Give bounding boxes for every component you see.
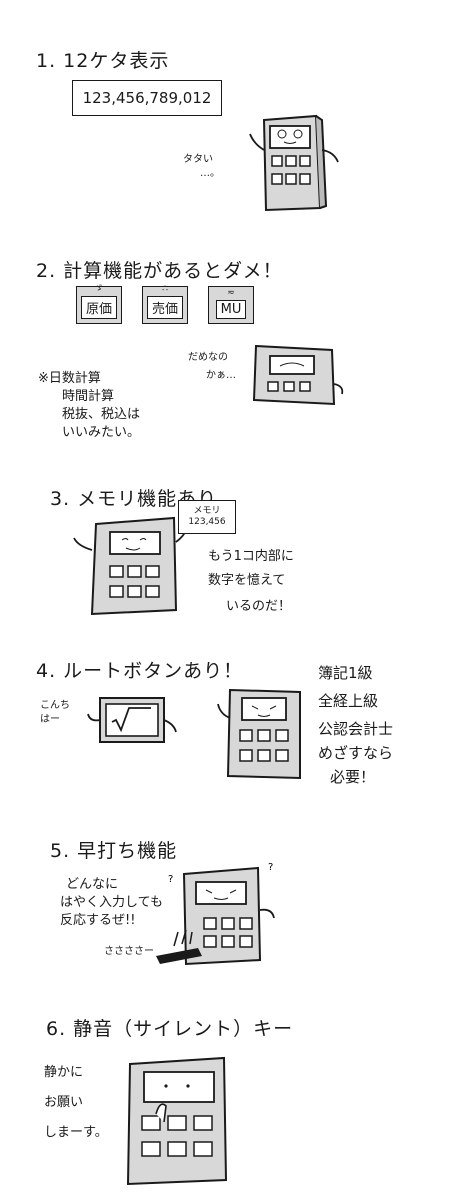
key-baika: ∴ 売価 (142, 284, 188, 324)
calculator-dizzy-illustration (249, 114, 339, 212)
note-line: ※日数計算 (38, 371, 101, 386)
calculator-determined-illustration (217, 688, 301, 780)
speech-line: いるのだ！ (226, 599, 292, 614)
note-line: いいみたい。 (62, 425, 141, 440)
note-line: 時間計算 (62, 389, 115, 404)
memory-sign-label: メモリ (193, 506, 221, 516)
section-5-heading: 5. 早打ち機能 (50, 840, 178, 862)
section-6-heading: 6. 静音（サイレント）キー (46, 1018, 294, 1040)
caption-line: タタい (183, 154, 213, 165)
key-face: ゞ (94, 284, 104, 294)
speech-line: 簿記1級 (318, 664, 373, 682)
calculator-sad-illustration (252, 344, 344, 406)
svg-text:?: ? (268, 862, 273, 873)
speech-line: だめなの (188, 352, 228, 363)
section-4-heading: 4. ルートボタンあり！ (36, 660, 244, 682)
note-line: 税抜、税込は (62, 407, 141, 422)
sound-effect-text: ささささー (104, 946, 154, 957)
speech-line: 公認会計士 (318, 720, 394, 738)
greeting-line: はー (40, 714, 60, 725)
speech-line: 静かに (44, 1065, 84, 1080)
memory-sign: メモリ 123,456 (178, 500, 236, 534)
section-3-heading: 3. メモリ機能あり (50, 488, 218, 510)
display-value: 123,456,789,012 (82, 89, 212, 107)
memory-sign-value: 123,456 (188, 517, 226, 527)
speech-line: もう1コ内部に (208, 549, 294, 564)
speech-line: かぁ… (206, 370, 236, 381)
key-face: ≂ (227, 288, 235, 298)
root-key-illustration (87, 697, 177, 743)
key-label: 売価 (146, 296, 183, 319)
speech-line: 数字を憶えて (208, 573, 286, 588)
speech-line: めざすなら (318, 744, 394, 762)
key-face: ∴ (162, 284, 168, 294)
speech-line: お願い (44, 1095, 84, 1110)
key-label: MU (215, 300, 247, 319)
section-1-heading: 1. 12ケタ表示 (36, 50, 170, 72)
svg-text:?: ? (168, 874, 173, 885)
calculator-memory-illustration (73, 516, 187, 616)
speech-line: 必要！ (330, 768, 376, 786)
speech-line: 全経上級 (318, 692, 379, 710)
speech-line: はやく入力しても (60, 895, 163, 910)
caption-line: …。 (200, 168, 220, 179)
section-2-heading: 2. 計算機能があるとダメ！ (36, 260, 283, 282)
key-label: 原価 (80, 296, 117, 319)
speech-line: しまーす。 (44, 1125, 108, 1140)
greeting-line: こんち (40, 700, 70, 711)
display-box: 123,456,789,012 (72, 80, 222, 116)
speech-line: 反応するぜ!! (60, 913, 136, 928)
speech-line: どんなに (66, 877, 119, 892)
key-genka: ゞ 原価 (76, 284, 122, 324)
key-mu: ≂ MU (208, 286, 254, 324)
calculator-fast-typing-illustration: ? ? (156, 862, 275, 966)
calculator-quiet-illustration (126, 1056, 228, 1186)
